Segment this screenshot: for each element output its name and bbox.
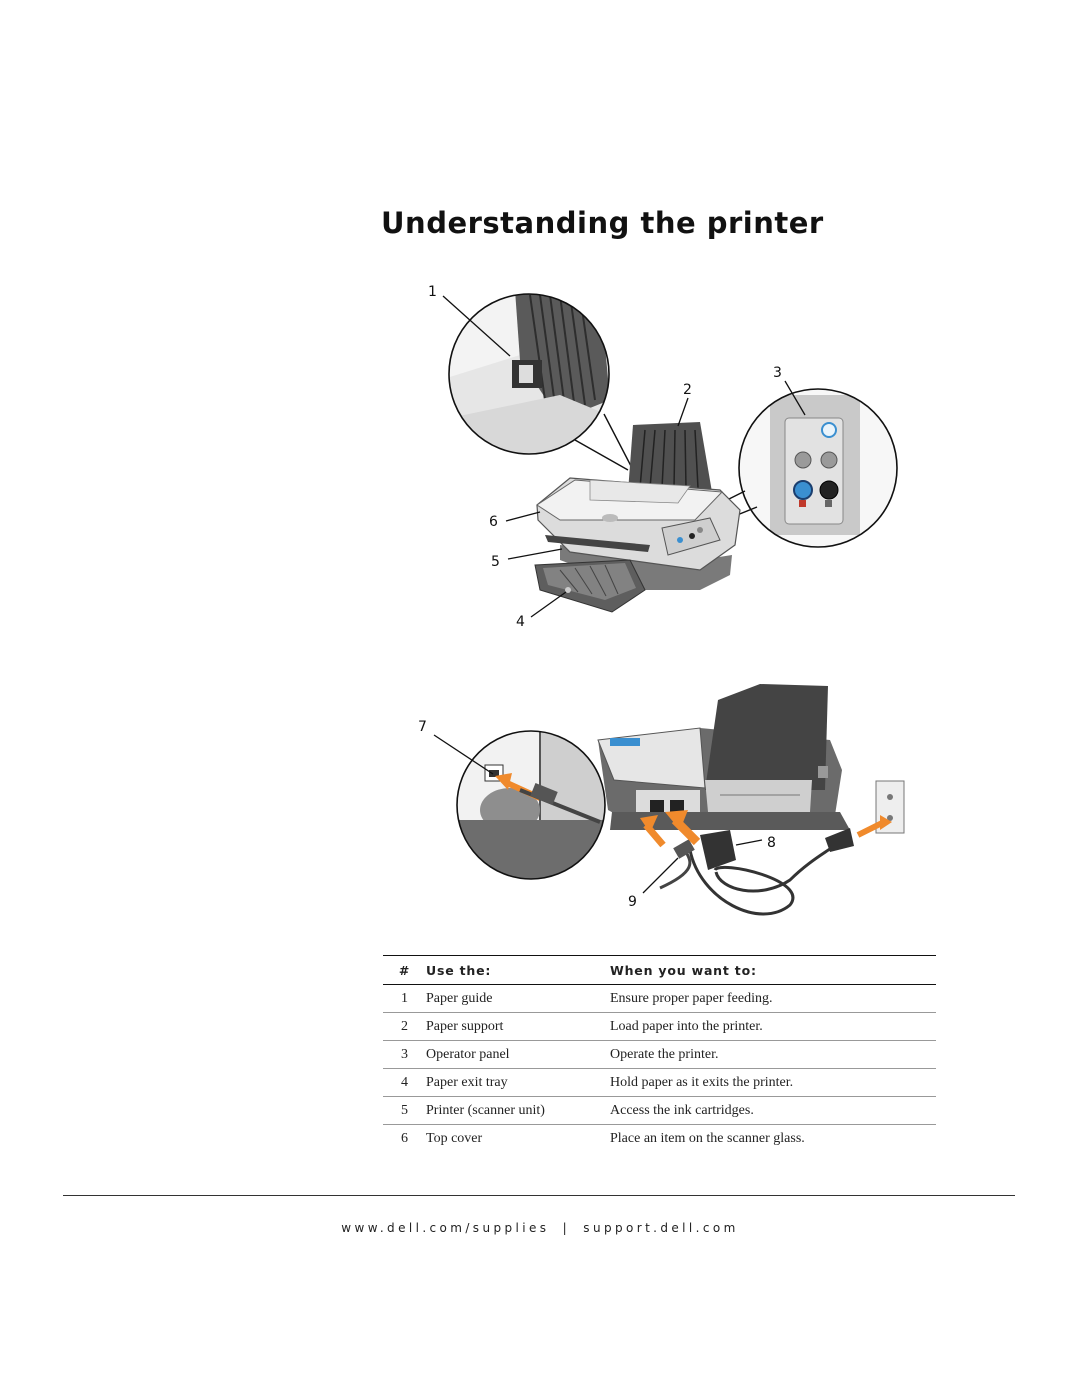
callout-5: 5	[491, 554, 500, 570]
parts-table: # Use the: When you want to: 1 Paper gui…	[383, 955, 936, 1152]
footer-separator: |	[562, 1221, 571, 1235]
header-use-the: Use the:	[426, 955, 610, 985]
footer-rule	[63, 1195, 1015, 1196]
table-row: 1 Paper guide Ensure proper paper feedin…	[383, 984, 936, 1013]
footer-support-link[interactable]: support.dell.com	[583, 1221, 739, 1235]
table-row: 4 Paper exit tray Hold paper as it exits…	[383, 1068, 936, 1097]
callout-9: 9	[628, 894, 637, 910]
callout-3: 3	[773, 365, 782, 381]
header-when-you-want-to: When you want to:	[610, 955, 936, 985]
row-purpose: Operate the printer.	[610, 1040, 936, 1069]
callout-2: 2	[683, 382, 692, 398]
table-row: 2 Paper support Load paper into the prin…	[383, 1012, 936, 1041]
power-supply	[640, 810, 854, 916]
footer-supplies-link[interactable]: www.dell.com/supplies	[341, 1221, 550, 1235]
row-purpose: Load paper into the printer.	[610, 1012, 936, 1041]
callout-4: 4	[516, 614, 525, 630]
row-part: Paper support	[426, 1012, 610, 1041]
callout-8: 8	[767, 835, 776, 851]
callout-1: 1	[428, 284, 437, 300]
printer-rear-body	[597, 684, 850, 830]
printer-front-illustration: 1 2 3 6 5 4	[428, 284, 898, 630]
row-part: Paper exit tray	[426, 1068, 610, 1097]
header-number: #	[383, 955, 426, 985]
table-row: 5 Printer (scanner unit) Access the ink …	[383, 1096, 936, 1125]
operator-panel-zoom	[738, 388, 898, 548]
row-number: 4	[383, 1068, 426, 1097]
table-header-row: # Use the: When you want to:	[383, 955, 936, 985]
row-number: 1	[383, 984, 426, 1013]
page-title: Understanding the printer	[381, 206, 824, 240]
printer-front-body	[534, 422, 741, 613]
row-purpose: Access the ink cartridges.	[610, 1096, 936, 1125]
row-part: Printer (scanner unit)	[426, 1096, 610, 1125]
paper-guide-zoom	[448, 293, 610, 455]
wall-outlet	[856, 780, 905, 838]
callout-7: 7	[418, 719, 427, 735]
callout-6: 6	[489, 514, 498, 530]
footer: www.dell.com/supplies | support.dell.com	[0, 1221, 1080, 1235]
row-part: Operator panel	[426, 1040, 610, 1069]
row-number: 3	[383, 1040, 426, 1069]
table-row: 6 Top cover Place an item on the scanner…	[383, 1125, 936, 1153]
usb-port-zoom	[456, 730, 606, 880]
row-number: 5	[383, 1096, 426, 1125]
row-purpose: Place an item on the scanner glass.	[610, 1130, 805, 1146]
row-part: Top cover	[426, 1130, 483, 1146]
row-purpose: Ensure proper paper feeding.	[610, 984, 936, 1013]
row-purpose: Hold paper as it exits the printer.	[610, 1068, 936, 1097]
table-row: 3 Operator panel Operate the printer.	[383, 1040, 936, 1069]
row-number: 2	[383, 1012, 426, 1041]
row-part: Paper guide	[426, 984, 610, 1013]
row-number: 6	[401, 1130, 408, 1146]
printer-rear-illustration: 7 8 9	[418, 684, 905, 916]
